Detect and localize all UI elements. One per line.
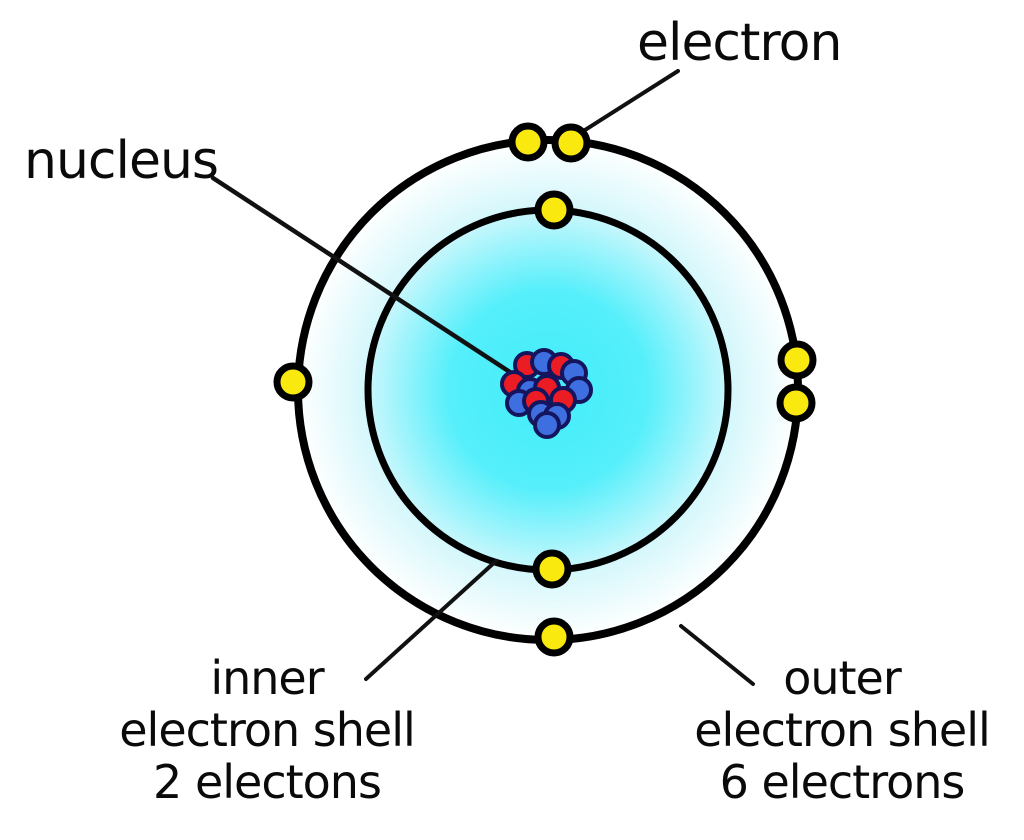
electron-dot — [776, 383, 816, 423]
inner-shell-electrons — [532, 190, 574, 589]
outer-shell-pointer-line — [679, 624, 755, 686]
label-outer-shell: outer electron shell 6 electrons — [694, 651, 991, 809]
electron-dot — [551, 123, 591, 163]
electron-pointer-line — [583, 69, 680, 132]
electron-dot — [508, 122, 548, 162]
electron-dot — [532, 549, 572, 589]
electron-dot — [273, 362, 313, 402]
nucleus-cluster — [500, 348, 593, 439]
label-inner-shell-line1: inner — [210, 651, 324, 705]
label-inner-shell-line3: 2 electons — [153, 755, 382, 809]
electron-dot — [534, 190, 574, 230]
label-outer-shell-line3: 6 electrons — [719, 755, 966, 809]
electron-dot — [777, 340, 817, 380]
inner-shell-pointer-line — [364, 559, 498, 681]
label-outer-shell-line2: electron shell — [694, 703, 991, 757]
label-nucleus: nucleus — [24, 131, 219, 191]
label-outer-shell-line1: outer — [783, 651, 902, 705]
nucleus-particle-blue — [533, 411, 561, 439]
nucleus-pointer-line — [210, 175, 519, 379]
label-inner-shell-line2: electron shell — [119, 703, 416, 757]
outer-shell-electrons — [273, 122, 817, 657]
label-electron: electron — [637, 13, 842, 73]
electron-dot — [534, 617, 574, 657]
label-inner-shell: inner electron shell 2 electons — [119, 651, 416, 809]
